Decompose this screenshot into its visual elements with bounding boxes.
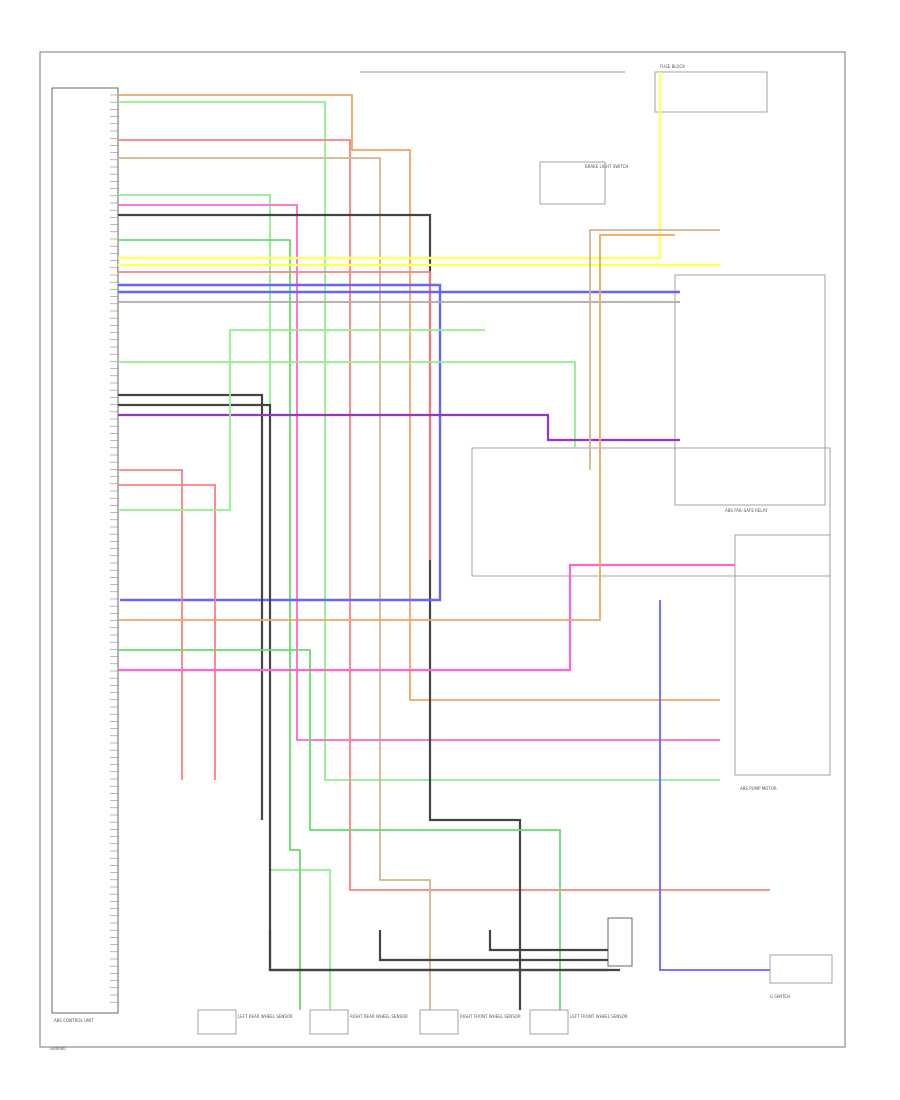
abs-fail-safe-relay-label: ABS FAIL-SAFE RELAY [725,508,768,513]
wire-orange-top [118,94,720,701]
abs-control-unit-connector [51,87,119,1014]
wire-dark-3 [118,403,620,972]
wire-pink-2 [118,563,735,672]
left-rear-sensor-label: LEFT REAR WHEEL SENSOR [238,1014,293,1019]
wire-dark-4 [268,930,608,972]
wire-green-2 [118,239,301,1010]
brake-switch-label: BRAKE LIGHT SWITCH [585,164,628,169]
pump-motor-label: ABS PUMP MOTOR [740,786,777,791]
wire-blue-1 [118,283,442,602]
connector-pin-ticks [110,94,118,1003]
wire-red-3 [118,469,183,780]
delivery-valve-box [471,447,831,577]
wheel-sensors: LEFT REAR WHEEL SENSOR RIGHT REAR WHEEL … [197,1009,628,1035]
wire-red-4 [118,484,216,780]
wire-tan-1 [118,157,431,1010]
left-front-sensor-label: LEFT FRONT WHEEL SENSOR [570,1014,628,1019]
wire-green-4 [118,329,485,511]
wire-dark-5 [378,930,608,962]
wire-orange-2 [118,234,675,621]
left-rear-sensor-box [197,1009,237,1035]
wire-dark-6 [488,930,608,952]
wire-dark-1 [118,213,522,1010]
right-front-sensor-label: RIGHT FRONT WHEEL SENSOR [460,1014,521,1019]
figure-id: G00000 [50,1046,66,1051]
right-rear-sensor-label: RIGHT REAR WHEEL SENSOR [350,1014,408,1019]
brake-switch-box [539,161,606,205]
wire-lightgreen-top [118,101,720,781]
wire-dark-2 [118,393,264,820]
wire-blue-3 [659,600,770,971]
fuse-block-label: FUSE BLOCK [660,64,685,69]
wire-yellow-1 [118,72,662,260]
left-front-sensor-box [529,1009,569,1035]
right-front-sensor-box [419,1009,459,1035]
right-rear-sensor-box [309,1009,349,1035]
abs-fail-safe-relay-box [674,274,826,506]
wire-tan-2 [589,229,720,470]
wire-harness [118,72,770,1010]
wire-green-5 [118,649,561,1010]
g-switch-box [769,954,833,984]
wire-red-2 [118,271,431,560]
wire-pink-1 [118,204,720,741]
abs-control-unit-label: ABS CONTROL UNIT [54,1018,94,1023]
wire-green-3 [118,361,576,448]
wire-green-1 [118,194,331,1010]
diagram-frame [39,51,846,1048]
fuse-block-box [654,71,768,113]
wire-purple-1 [118,413,680,442]
pump-motor-box [734,534,831,776]
g-switch-label: G SWITCH [770,994,790,999]
junction-connector [607,917,633,967]
